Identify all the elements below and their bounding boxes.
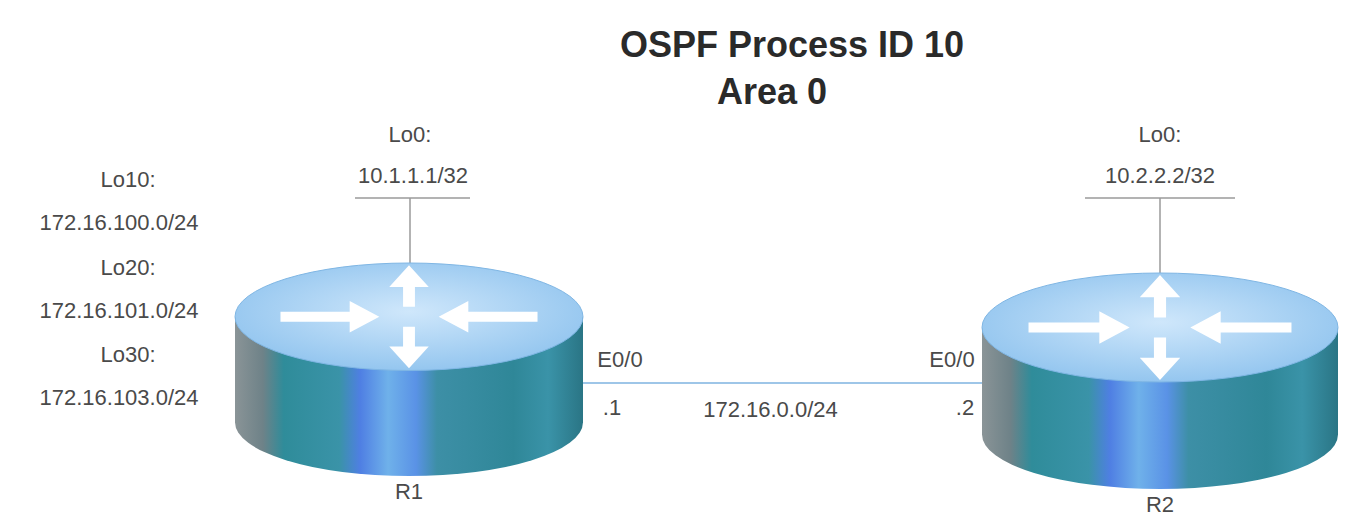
router: R1: [233, 262, 585, 477]
interface-address: 172.16.101.0/24: [39, 298, 198, 324]
interface-address: 10.2.2.2/32: [1105, 163, 1215, 189]
port-name: E0/0: [929, 347, 974, 373]
leader-line: [409, 198, 411, 264]
leader-line: [355, 197, 470, 199]
interface-address: 10.1.1.1/32: [358, 163, 468, 189]
leader-line: [1159, 198, 1161, 274]
router-arrow: [1029, 311, 1130, 343]
title-line: Area 0: [717, 71, 827, 113]
interface-address: 172.16.103.0/24: [39, 385, 198, 411]
link-line: [583, 382, 982, 384]
router-arrow: [389, 327, 429, 369]
interface-name: Lo30:: [100, 342, 155, 368]
router-arrow: [1140, 338, 1180, 380]
interface-name: Lo10:: [100, 167, 155, 193]
router-arrow: [439, 301, 538, 333]
host-address: .1: [603, 395, 621, 421]
diagram-title: OSPF Process ID 10: [620, 24, 964, 66]
link: [583, 383, 982, 384]
router-arrow: [1140, 275, 1180, 317]
router-icon: [233, 262, 585, 477]
router-icon: [980, 272, 1340, 490]
router-name: R1: [395, 479, 423, 505]
interface-name: Lo0:: [389, 122, 432, 148]
interface-name: Lo0:: [1139, 122, 1182, 148]
router-top: [982, 273, 1338, 382]
interface-name: Lo20:: [100, 255, 155, 281]
router-name: R2: [1146, 492, 1174, 518]
interface-address: 172.16.100.0/24: [39, 210, 198, 236]
host-address: .2: [956, 395, 974, 421]
router-arrow: [389, 265, 429, 307]
port-name: E0/0: [597, 347, 642, 373]
router-arrow: [1190, 311, 1291, 343]
subnet-label: 172.16.0.0/24: [700, 397, 841, 423]
router-top: [235, 263, 583, 371]
router: R2: [980, 272, 1340, 490]
router-arrow: [280, 301, 379, 333]
